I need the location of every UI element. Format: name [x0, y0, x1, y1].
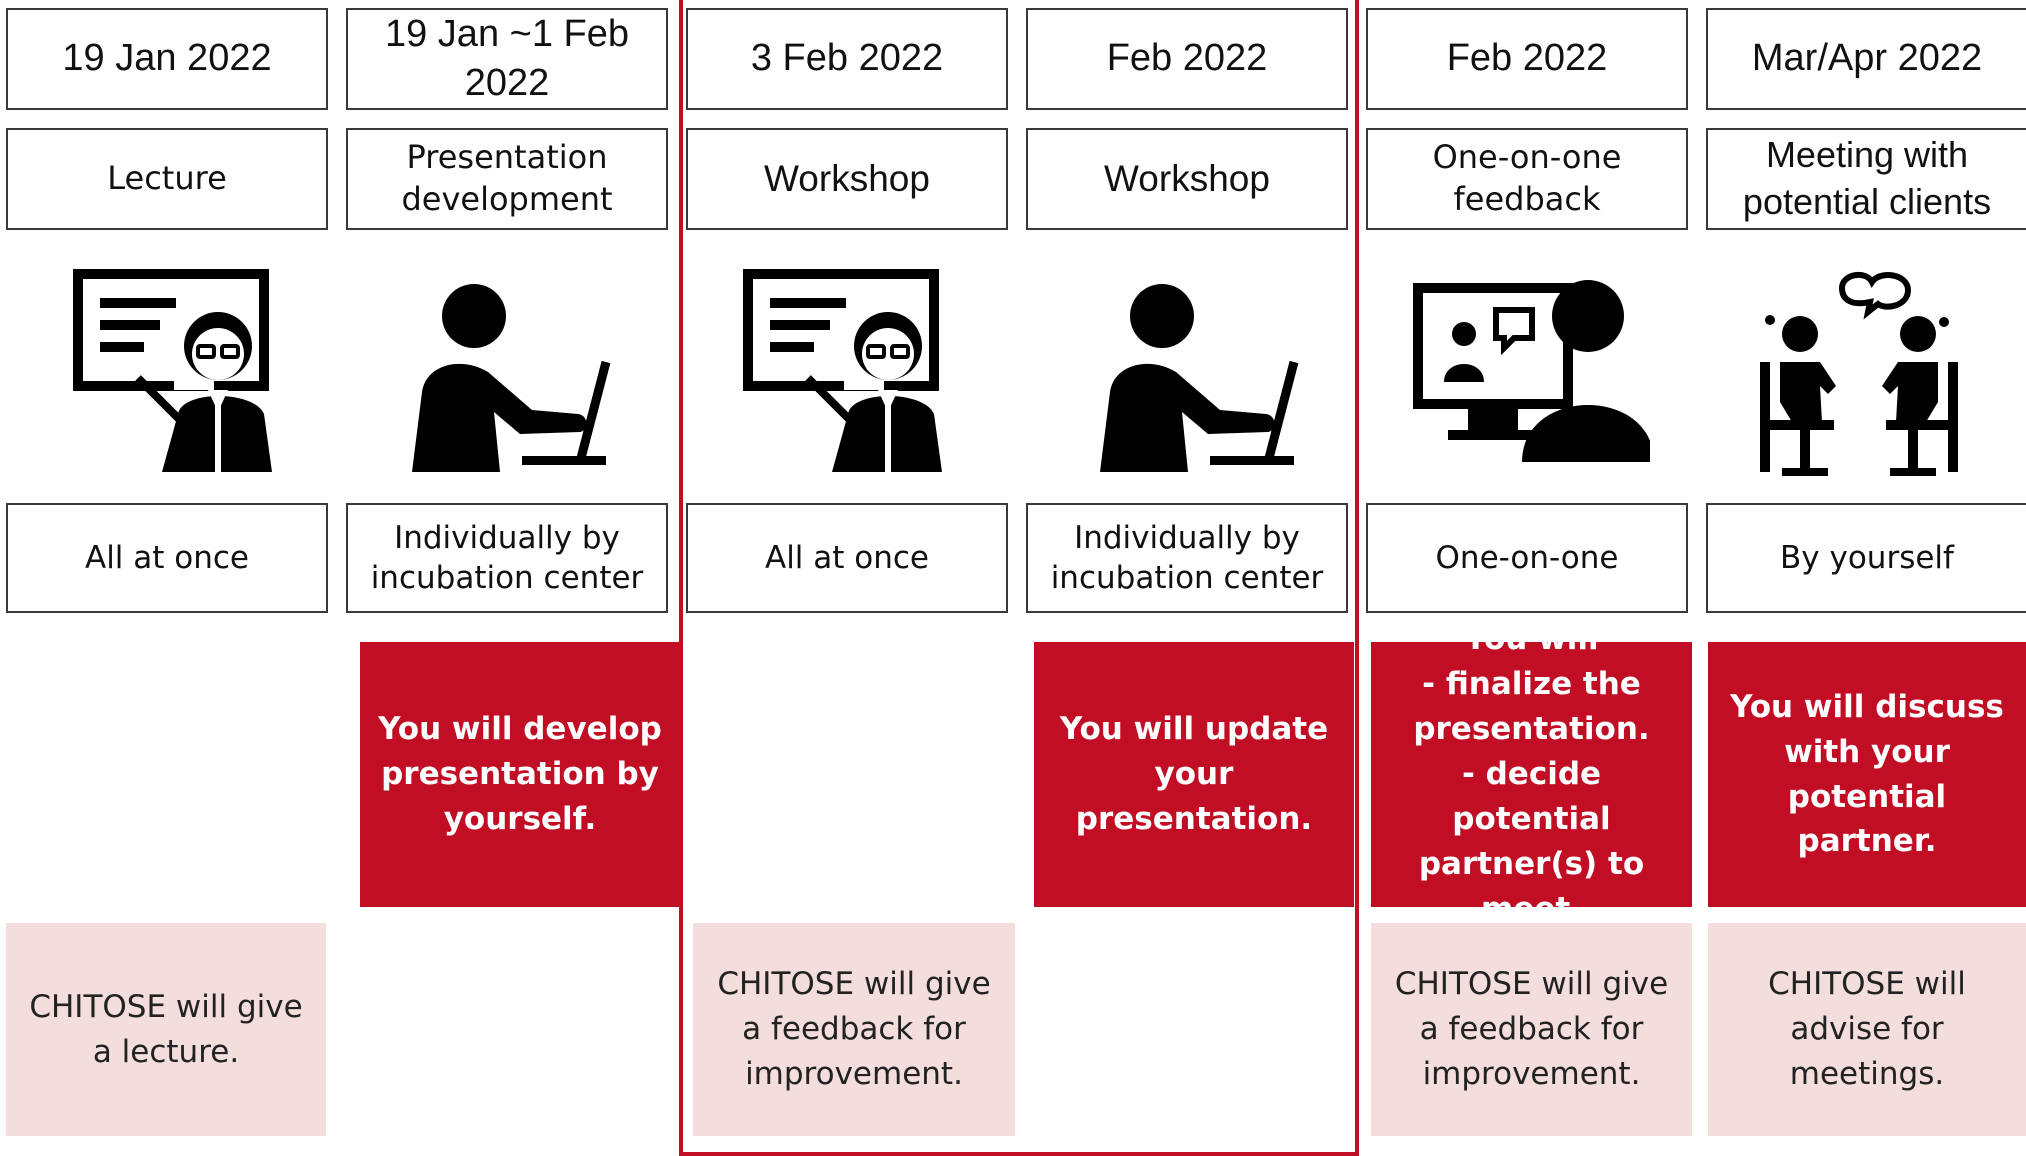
mode-cell-4: Individually by incubation center	[1026, 503, 1348, 613]
lecturer-icon	[743, 269, 942, 472]
lecturer-icon	[73, 269, 272, 472]
participant-task-box-5: You will - finalize the presentation. - …	[1371, 621, 1692, 927]
video-call-icon	[1413, 280, 1650, 462]
date-cell-5: Feb 2022	[1366, 8, 1688, 110]
activity-cell-5: One-on-one feedback	[1366, 128, 1688, 230]
mode-cell-3: All at once	[686, 503, 1008, 613]
activity-cell-3: Workshop	[686, 128, 1008, 230]
participant-task-box-4: You will update your presentation.	[1034, 642, 1354, 907]
chitose-support-box-1: CHITOSE will give a lecture.	[6, 923, 326, 1136]
activity-cell-1: Lecture	[6, 128, 328, 230]
person-laptop-icon	[1100, 284, 1299, 472]
date-cell-3: 3 Feb 2022	[686, 8, 1008, 110]
date-cell-6: Mar/Apr 2022	[1706, 8, 2026, 110]
chitose-support-box-3: CHITOSE will give a feedback for improve…	[693, 923, 1015, 1136]
chitose-support-box-5: CHITOSE will give a feedback for improve…	[1371, 923, 1692, 1136]
mode-cell-5: One-on-one	[1366, 503, 1688, 613]
participant-task-box-6: You will discuss with your potential par…	[1708, 642, 2026, 907]
chitose-support-box-6: CHITOSE will advise for meetings.	[1708, 923, 2026, 1136]
activity-cell-2: Presentation development	[346, 128, 668, 230]
mode-cell-1: All at once	[6, 503, 328, 613]
person-laptop-icon	[412, 284, 611, 472]
activity-cell-4: Workshop	[1026, 128, 1348, 230]
meeting-icon	[1760, 271, 1958, 476]
mode-cell-6: By yourself	[1706, 503, 2026, 613]
activity-cell-6: Meeting with potential clients	[1706, 128, 2026, 230]
date-cell-2: 19 Jan ~1 Feb 2022	[346, 8, 668, 110]
date-cell-4: Feb 2022	[1026, 8, 1348, 110]
mode-cell-2: Individually by incubation center	[346, 503, 668, 613]
date-cell-1: 19 Jan 2022	[6, 8, 328, 110]
participant-task-box-2: You will develop presentation by yoursel…	[360, 642, 680, 907]
